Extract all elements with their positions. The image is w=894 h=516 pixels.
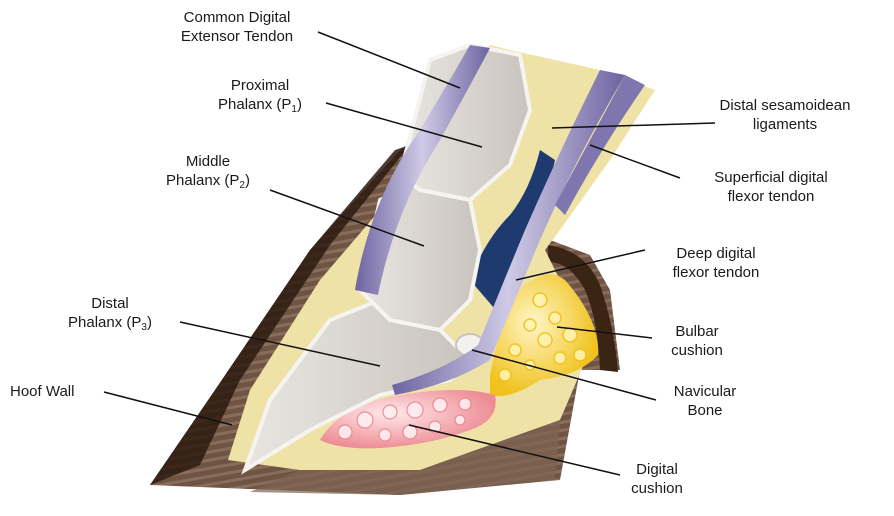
label-superficial-flexor: Superficial digital flexor tendon bbox=[676, 168, 866, 206]
label-distal-phalanx: Distal Phalanx (P3) bbox=[40, 294, 180, 337]
label-superficial-line2: flexor tendon bbox=[676, 187, 866, 206]
label-deep-line2: flexor tendon bbox=[636, 263, 796, 282]
label-digital-cushion: Digital cushion bbox=[612, 460, 702, 498]
label-superficial-line1: Superficial digital bbox=[676, 168, 866, 187]
label-bulbar-line2: cushion bbox=[652, 341, 742, 360]
leader-superficial bbox=[590, 145, 680, 178]
label-bulbar-line1: Bulbar bbox=[652, 322, 742, 341]
label-proximal-line2: Phalanx (P1) bbox=[190, 95, 330, 119]
label-hoof-wall-line1: Hoof Wall bbox=[10, 382, 74, 401]
leader-deep bbox=[516, 250, 645, 280]
label-proximal-phalanx: Proximal Phalanx (P1) bbox=[190, 76, 330, 119]
label-distal-line2: Phalanx (P3) bbox=[40, 313, 180, 337]
label-middle-line2: Phalanx (P2) bbox=[138, 171, 278, 195]
label-bulbar-cushion: Bulbar cushion bbox=[652, 322, 742, 360]
leader-proximal bbox=[326, 103, 482, 147]
leader-distal bbox=[180, 322, 380, 366]
leader-bulbar bbox=[557, 327, 652, 338]
leader-extensor bbox=[318, 32, 460, 88]
leader-digital-cushion bbox=[409, 425, 620, 475]
label-proximal-line1: Proximal bbox=[190, 76, 330, 95]
label-middle-line1: Middle bbox=[138, 152, 278, 171]
leader-navicular bbox=[472, 350, 656, 400]
label-deep-line1: Deep digital bbox=[636, 244, 796, 263]
label-digital-cushion-line1: Digital bbox=[612, 460, 702, 479]
label-distal-sesamoidean: Distal sesamoidean ligaments bbox=[690, 96, 880, 134]
label-extensor-line2: Extensor Tendon bbox=[152, 27, 322, 46]
label-navicular-line1: Navicular bbox=[650, 382, 760, 401]
label-sesamoidean-line1: Distal sesamoidean bbox=[690, 96, 880, 115]
label-extensor-tendon: Common Digital Extensor Tendon bbox=[152, 8, 322, 46]
label-distal-line1: Distal bbox=[40, 294, 180, 313]
label-hoof-wall: Hoof Wall bbox=[10, 382, 74, 401]
label-deep-flexor: Deep digital flexor tendon bbox=[636, 244, 796, 282]
label-extensor-line1: Common Digital bbox=[152, 8, 322, 27]
leader-hoof-wall bbox=[104, 392, 232, 425]
label-navicular-line2: Bone bbox=[650, 401, 760, 420]
leader-middle bbox=[270, 190, 424, 246]
label-navicular-bone: Navicular Bone bbox=[650, 382, 760, 420]
label-digital-cushion-line2: cushion bbox=[612, 479, 702, 498]
label-middle-phalanx: Middle Phalanx (P2) bbox=[138, 152, 278, 195]
label-sesamoidean-line2: ligaments bbox=[690, 115, 880, 134]
